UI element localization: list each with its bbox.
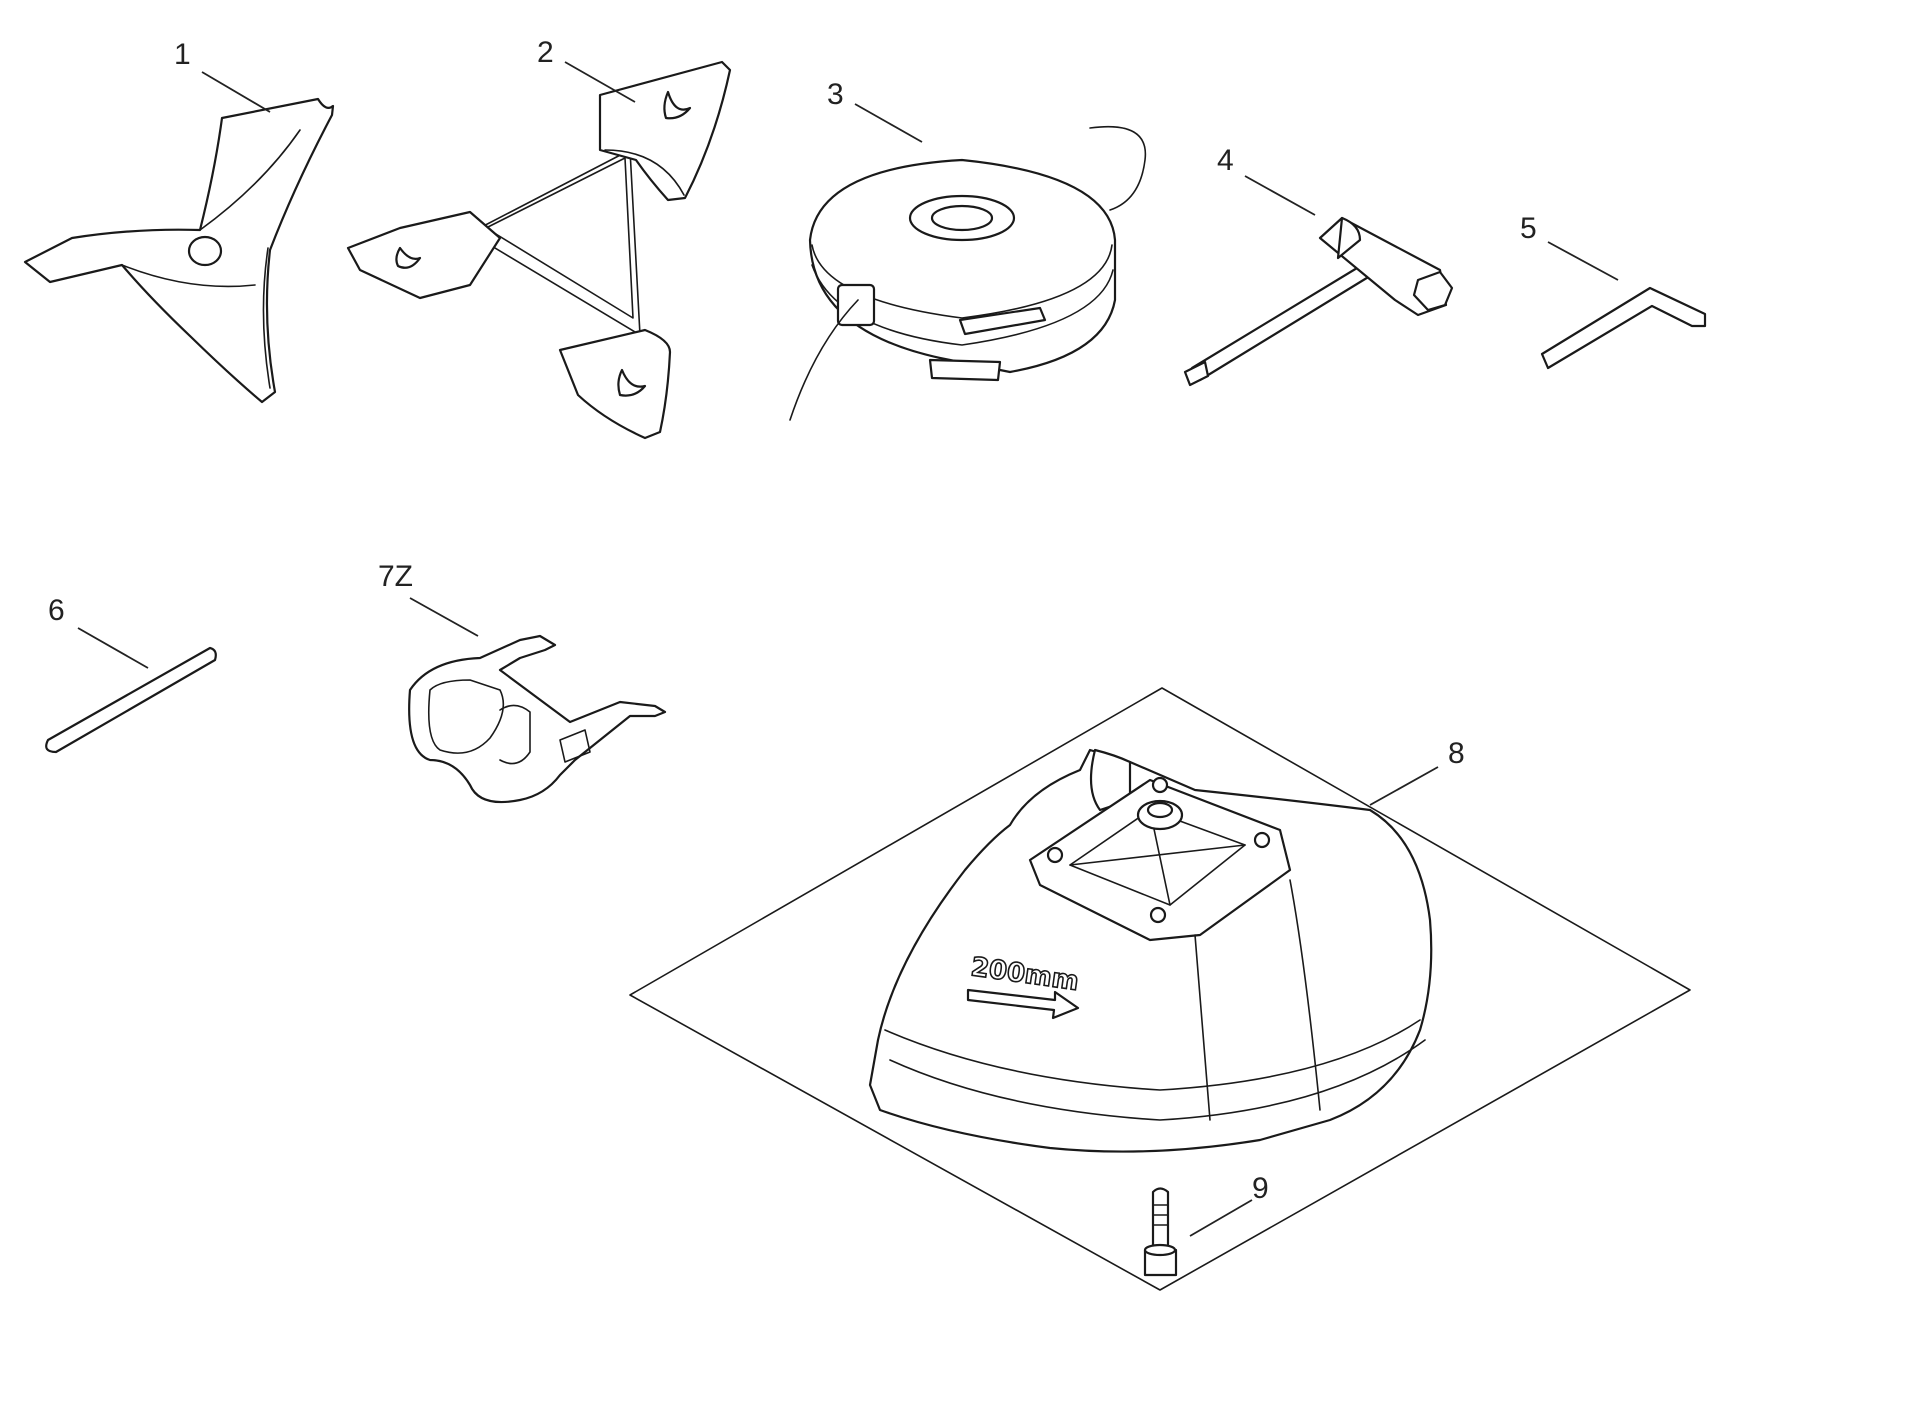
callout-2: 2	[537, 36, 554, 69]
part-4-plug-wrench	[1183, 216, 1454, 387]
callout-labels: 1 2 3 4 5 6 7Z 8 9	[48, 36, 1537, 1205]
callout-6: 6	[48, 594, 65, 627]
part-9-bolt	[1143, 1187, 1178, 1277]
part-1-three-tooth-blade	[23, 97, 335, 404]
part-7z-safety-goggles	[408, 634, 667, 804]
callout-7z: 7Z	[378, 560, 413, 593]
part-3-trimmer-head	[789, 125, 1147, 421]
callout-9: 9	[1252, 1172, 1269, 1205]
callout-5: 5	[1520, 212, 1537, 245]
leader-lines	[77, 61, 1619, 1237]
callout-1: 1	[174, 38, 191, 71]
part-6-locking-pin	[45, 646, 217, 754]
part-2-tri-arc-blade	[346, 60, 732, 440]
part-5-hex-key	[1540, 286, 1707, 370]
callout-4: 4	[1217, 144, 1234, 177]
callout-8: 8	[1448, 737, 1465, 770]
callout-3: 3	[827, 78, 844, 111]
part-8-guard: 200mm	[629, 687, 1691, 1291]
